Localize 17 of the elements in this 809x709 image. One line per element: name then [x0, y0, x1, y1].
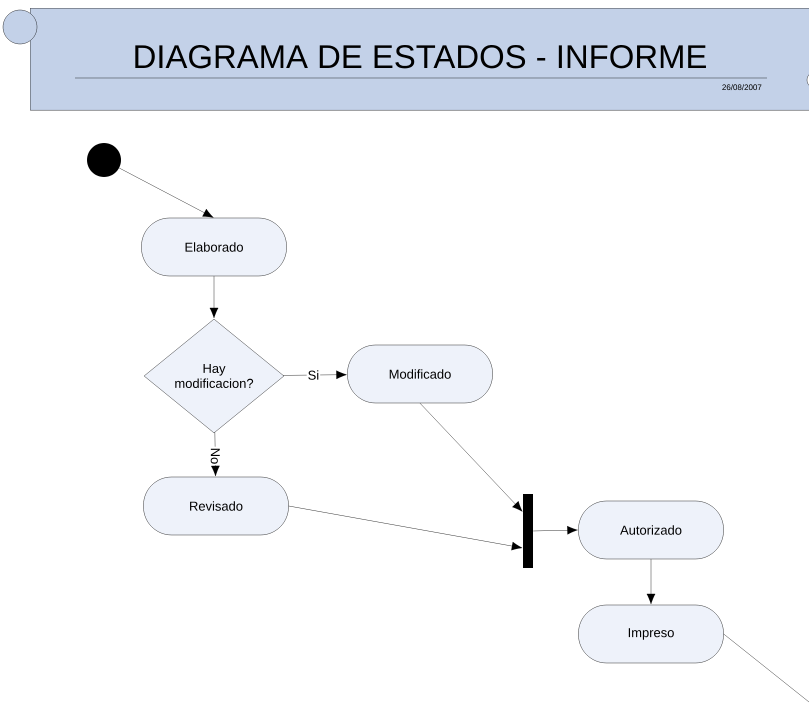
arrow [533, 526, 578, 535]
title: DIAGRAMA DE ESTADOS - INFORME [135, 45, 706, 68]
initial-state [87, 143, 121, 177]
state-box: Modificado [347, 344, 493, 404]
arrow [210, 276, 218, 318]
arrow [646, 559, 656, 604]
state-box: Autorizado [578, 500, 724, 560]
arrow [288, 506, 522, 550]
state-box: Elaborado [141, 218, 287, 276]
arrow [211, 432, 220, 476]
edge-label: No [210, 446, 221, 466]
arrow [119, 168, 214, 218]
arrow [420, 403, 522, 512]
state-box: Revisado [143, 476, 289, 536]
arrow [283, 370, 347, 380]
state-box: Impreso [578, 604, 724, 664]
edge-label: Si [306, 369, 320, 381]
